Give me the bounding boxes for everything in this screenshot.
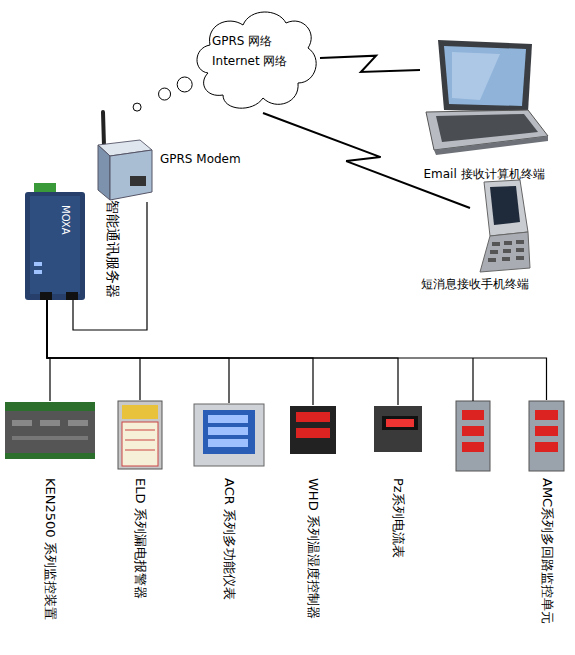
node-label: ACR 系列多功能仪表 — [220, 478, 238, 600]
multifunction-meter: ACR 系列多功能仪表 — [193, 403, 265, 467]
node-label: GPRS Modem — [160, 149, 260, 169]
multi-loop-unit-illustration — [529, 401, 564, 471]
ammeter: Pz系列电流表 — [373, 405, 423, 453]
laptop-illustration — [426, 40, 548, 155]
network-cloud: GPRS 网络 Internet 网络 — [188, 3, 320, 115]
node-label: GPRS 网络 Internet 网络 — [212, 31, 296, 71]
node-label: Pz系列电流表 — [389, 478, 407, 558]
leakage-alarm: ELD 系列漏电报警器 — [117, 400, 163, 470]
server-illustration — [25, 183, 85, 300]
gprs-modem: GPRS Modem — [93, 108, 153, 202]
communication-server: 智能通讯服务器 — [22, 182, 86, 300]
gprs-link — [133, 77, 192, 111]
humidity-controller-illustration — [290, 406, 336, 454]
node-label: Email 接收计算机终端 — [395, 164, 573, 184]
phone-illustration — [480, 180, 530, 272]
ammeter-illustration — [374, 406, 422, 452]
wireless-link — [320, 56, 420, 72]
signal-bubble — [133, 103, 141, 111]
node-label: WHD 系列温湿度控制器 — [304, 478, 322, 619]
bus-wire — [47, 300, 398, 405]
node-label: KEN2500 系列监控装置 — [41, 478, 59, 620]
leakage-alarm-illustration — [118, 401, 162, 469]
multifunction-meter-illustration — [194, 404, 264, 466]
signal-bubble — [159, 88, 171, 100]
multi-loop-unit-illustration — [456, 358, 490, 471]
monitor-unit-illustration — [5, 402, 95, 459]
modem-illustration — [98, 112, 152, 200]
signal-bubble — [177, 77, 192, 92]
phone-terminal: 短消息接收手机终端 — [470, 178, 532, 274]
node-label: ELD 系列漏电报警器 — [131, 478, 149, 599]
computer-terminal: Email 接收计算机终端 — [420, 38, 548, 155]
bus-wire — [47, 300, 140, 400]
brand-label: MOXA — [56, 205, 74, 235]
multi-loop-unit: AMC系列多回路监控单元 — [528, 400, 565, 472]
node-label: 智能通讯服务器 — [104, 200, 122, 298]
cloud-shape — [197, 12, 316, 108]
humidity-controller: WHD 系列温湿度控制器 — [289, 405, 337, 455]
node-label: 短消息接收手机终端 — [395, 274, 555, 294]
bus-wire — [47, 300, 547, 400]
node-label: AMC系列多回路监控单元 — [538, 478, 556, 624]
bus-wire — [47, 300, 229, 403]
monitor-device: KEN2500 系列监控装置 — [4, 401, 96, 459]
wireless-link — [263, 113, 470, 208]
bus-wire — [47, 300, 313, 405]
